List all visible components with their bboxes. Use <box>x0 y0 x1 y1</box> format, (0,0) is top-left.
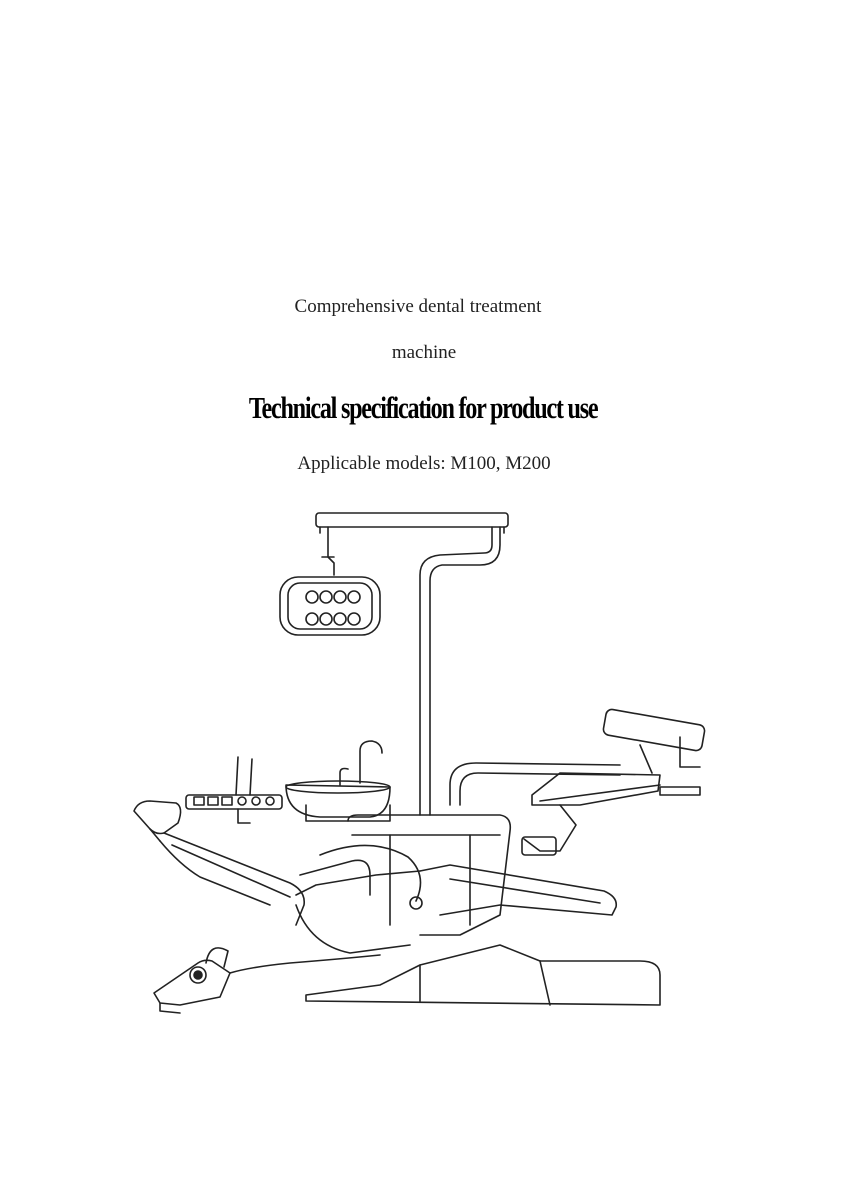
dental-chair-unit-icon <box>133 512 706 1014</box>
document-title: Technical specification for product use <box>248 390 599 425</box>
subtitle-line-2: machine <box>391 342 457 363</box>
dental-chair-illustration <box>120 505 720 1015</box>
applicable-models: Applicable models: M100, M200 <box>297 453 551 474</box>
subtitle-line-1: Comprehensive dental treatment <box>294 296 542 317</box>
